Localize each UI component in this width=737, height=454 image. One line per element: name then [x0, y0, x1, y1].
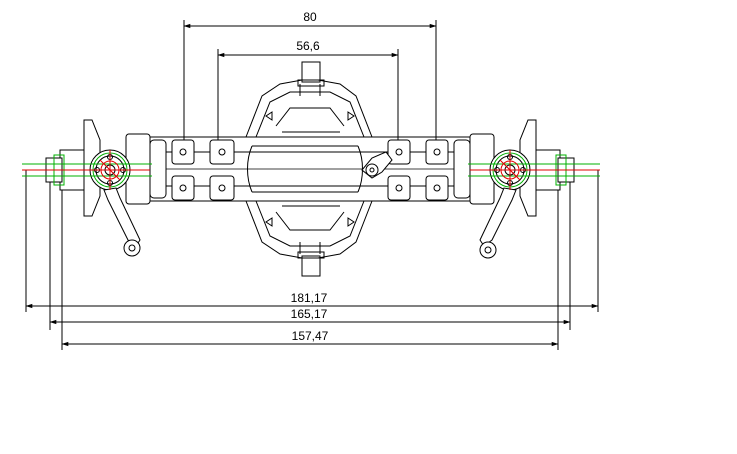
dimension-label-80: 80	[303, 10, 317, 24]
dimension-flange-157-47	[61, 170, 559, 350]
dimension-inner-56-6	[217, 49, 399, 150]
red-centerlines	[22, 150, 600, 190]
left-hub-assembly	[45, 119, 167, 257]
dimension-overall-181-17	[25, 170, 599, 312]
dimension-label-181-17: 181,17	[291, 291, 328, 305]
center-cam	[361, 151, 393, 179]
axle-housing	[149, 136, 471, 202]
right-hub-assembly	[453, 119, 575, 259]
dimension-label-56-6: 56,6	[296, 39, 320, 53]
mounting-brackets	[171, 139, 449, 201]
dimension-label-157-47: 157,47	[292, 329, 329, 343]
dimension-hub-165-17	[49, 170, 571, 330]
dimension-top-80	[183, 20, 437, 150]
differential-housing	[245, 61, 373, 277]
dimension-label-165-17: 165,17	[291, 307, 328, 321]
